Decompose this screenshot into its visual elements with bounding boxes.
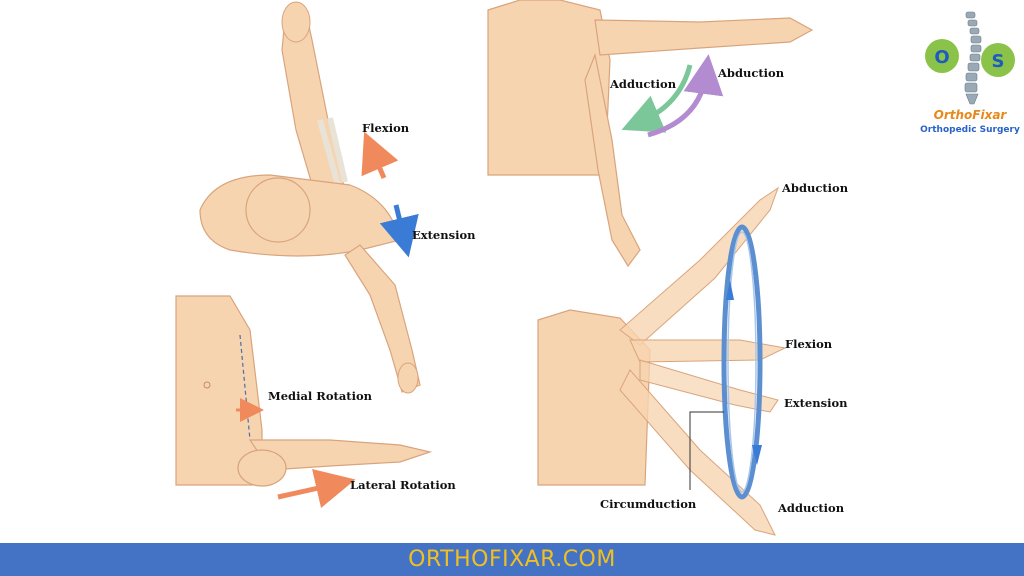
abduction-label-2: Abduction: [781, 181, 849, 195]
circle-arrow-down: [752, 445, 762, 465]
circumduction-label: Circumduction: [600, 497, 697, 511]
logo-tagline: Orthopedic Surgery: [920, 125, 1020, 135]
navel-illustration: [203, 381, 211, 389]
fist-illustration: [237, 449, 287, 487]
footer-website-link[interactable]: ORTHOFIXAR.COM: [408, 547, 616, 572]
logo-letter-left: O: [934, 47, 949, 68]
extension-label: Extension: [412, 228, 476, 242]
panel-rotation: Medial Rotation Lateral Rotation: [175, 295, 456, 508]
footer-bar: ORTHOFIXAR.COM: [0, 543, 1024, 576]
spine-icon: [964, 11, 982, 105]
arm-extension-position: [639, 359, 779, 413]
circumduction-circle-inner: [727, 231, 757, 493]
arm-flexion-position: [629, 339, 787, 363]
adduction-label-2: Adduction: [777, 501, 845, 515]
extension-label-2: Extension: [784, 396, 848, 410]
head-top-view-illustration: [245, 177, 311, 243]
logo-left-circle: [925, 39, 959, 73]
abducted-arm-illustration: [594, 17, 814, 56]
logo-emblem: O S: [925, 11, 1015, 105]
adduction-arrow: [621, 64, 693, 133]
flexion-label: Flexion: [362, 121, 410, 135]
abduction-label: Abduction: [717, 66, 785, 80]
lowered-arm-illustration: [344, 244, 421, 393]
panel-flexion-extension: Flexion Extension: [199, 1, 476, 394]
circumduction-circle: [721, 224, 763, 500]
lowered-hand-illustration: [397, 362, 419, 394]
extension-arrow: [379, 204, 419, 258]
circumduction-pointer-line: [689, 411, 724, 490]
logo-right-circle: [981, 43, 1015, 77]
logo-letter-right: S: [992, 51, 1005, 72]
arm-bones-illustration: [317, 117, 348, 186]
panel-adduction-abduction: Adduction Abduction: [487, 0, 814, 268]
flexion-label-2: Flexion: [785, 337, 833, 351]
raised-hand-illustration: [281, 1, 311, 43]
logo-name: OrthoFixar: [933, 108, 1007, 122]
lateral-rotation-label: Lateral Rotation: [350, 478, 456, 492]
lateral-rotation-arrow: [277, 469, 356, 508]
abduction-arrow: [647, 54, 724, 138]
adduction-label: Adduction: [609, 77, 677, 91]
rotation-axis-line: [239, 334, 251, 441]
circle-arrow-up: [726, 280, 734, 300]
adducted-arm-illustration: [584, 52, 641, 268]
panel-circumduction: Abduction Flexion Extension Circumductio…: [537, 181, 849, 536]
orthofixar-logo: O S OrthoFixar Orthopedic Surgery: [920, 8, 1020, 138]
flexion-arrow: [361, 131, 399, 179]
medial-rotation-label: Medial Rotation: [268, 389, 373, 403]
